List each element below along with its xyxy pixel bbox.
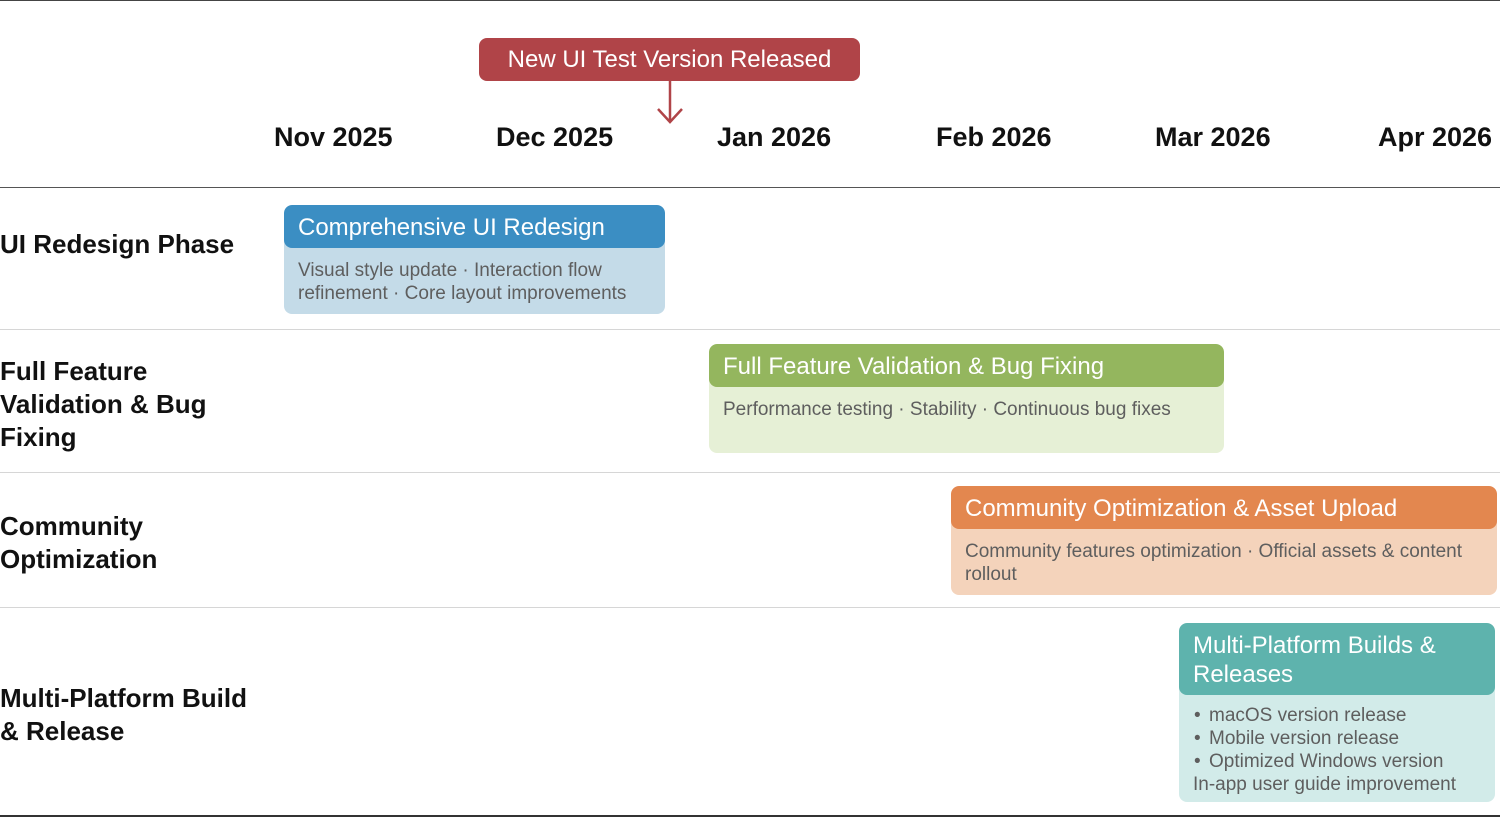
top-border: [0, 0, 1500, 1]
task-card-title: Community Optimization & Asset Upload: [951, 486, 1497, 529]
row-divider: [0, 329, 1500, 330]
month-label-feb-2026: Feb 2026: [936, 122, 1052, 152]
row-label-community-optimization: Community Optimization: [0, 511, 158, 574]
month-label-dec-2025: Dec 2025: [496, 122, 614, 152]
header-divider: [0, 187, 1500, 188]
row-label-feature-validation: Full Feature Validation & Bug Fixing: [0, 356, 207, 452]
task-card-note: In-app user guide improvement: [1193, 774, 1456, 795]
month-label-apr-2026: Apr 2026: [1378, 122, 1493, 152]
task-card-community-optimization: Community Optimization & Asset Upload Co…: [951, 486, 1497, 595]
task-card-description: Performance testing · Stability · Contin…: [723, 399, 1171, 420]
task-card-multi-platform: Multi-Platform Builds & Releases macOS v…: [1179, 623, 1495, 802]
release-list: macOS version release Mobile version rel…: [1193, 704, 1481, 773]
task-card-description: Visual style update · Interaction flow r…: [298, 260, 627, 304]
task-card-description: Community features optimization · Offici…: [965, 541, 1463, 585]
milestone-badge: New UI Test Version Released: [479, 38, 860, 81]
row-divider: [0, 607, 1500, 608]
task-card-ui-redesign: Comprehensive UI Redesign Visual style u…: [284, 205, 665, 314]
task-card-title: Full Feature Validation & Bug Fixing: [709, 344, 1224, 387]
task-card-title: Comprehensive UI Redesign: [284, 205, 665, 248]
row-divider: [0, 472, 1500, 473]
list-item: macOS version release: [1193, 704, 1481, 727]
row-label-multi-platform: Multi-Platform Build & Release: [0, 683, 247, 746]
list-item: Optimized Windows version: [1193, 750, 1481, 773]
row-label-ui-redesign: UI Redesign Phase: [0, 229, 235, 259]
month-label-nov-2025: Nov 2025: [274, 122, 393, 152]
bottom-border: [0, 815, 1500, 817]
task-card-feature-validation: Full Feature Validation & Bug Fixing Per…: [709, 344, 1224, 453]
task-card-details: macOS version release Mobile version rel…: [1179, 695, 1495, 802]
month-label-jan-2026: Jan 2026: [717, 122, 832, 152]
milestone-arrow-icon: [657, 80, 683, 124]
month-label-mar-2026: Mar 2026: [1155, 122, 1271, 152]
list-item: Mobile version release: [1193, 727, 1481, 750]
task-card-title: Multi-Platform Builds & Releases: [1179, 623, 1495, 695]
